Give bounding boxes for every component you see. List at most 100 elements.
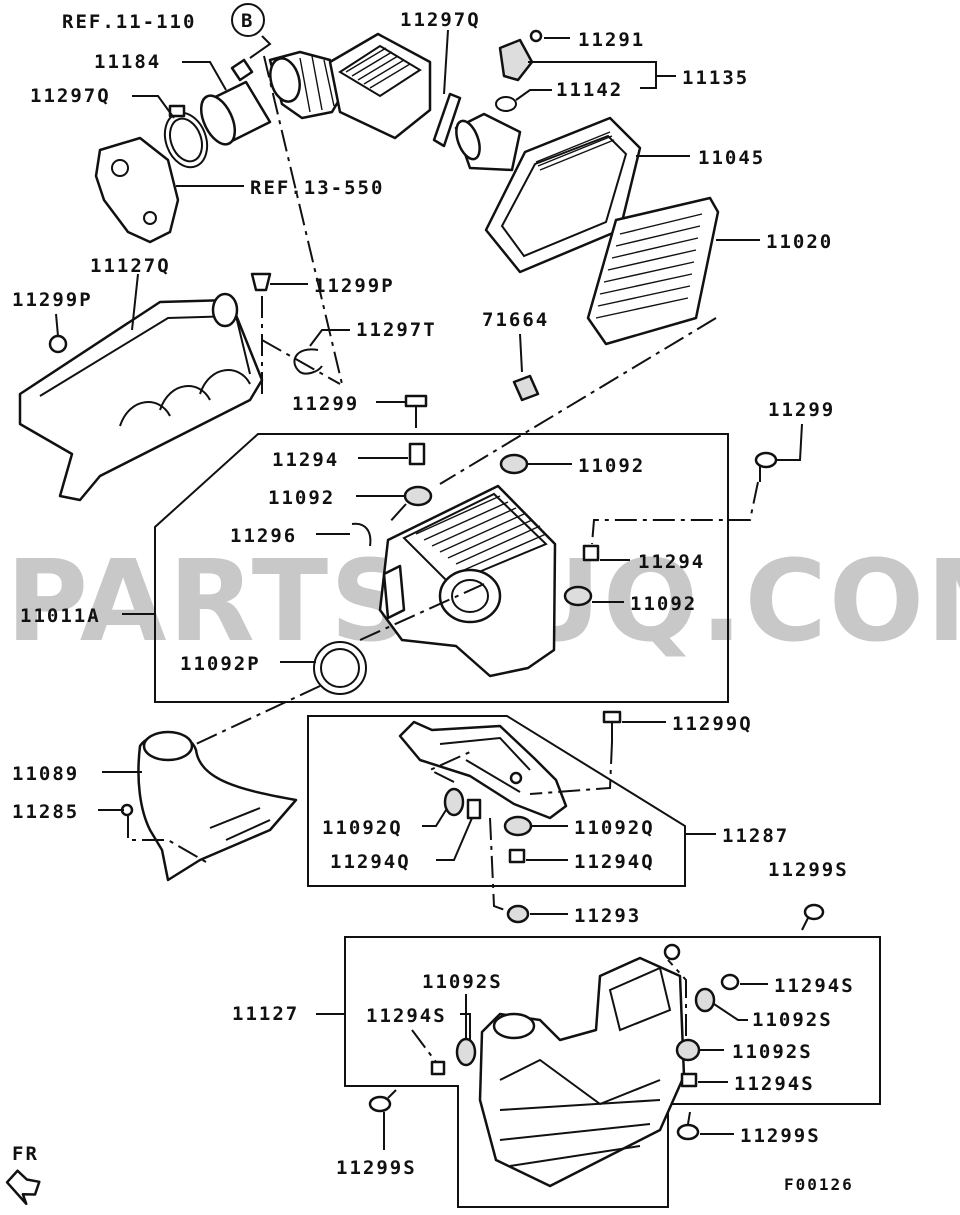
dash-ring-to-duct xyxy=(195,685,321,745)
label-fr: FR xyxy=(12,1143,39,1165)
label-11092S-mid: 11092S xyxy=(732,1041,813,1063)
dash-housing-to-ring xyxy=(359,583,485,641)
label-11299Q: 11299Q xyxy=(672,713,753,735)
dash-bracket-grommet xyxy=(427,751,471,783)
grommet-11092-c xyxy=(563,585,593,607)
bolt-11299Q xyxy=(602,710,622,742)
label-11294-a: 11294 xyxy=(272,449,339,471)
label-11299S-left: 11299S xyxy=(336,1157,417,1179)
grommet-11092Q-right xyxy=(503,815,533,837)
air-filter-element-11020 xyxy=(586,196,720,346)
label-11092P: 11092P xyxy=(180,653,261,675)
label-11135: 11135 xyxy=(682,67,749,89)
label-11297Q-left: 11297Q xyxy=(30,85,111,107)
label-11285: 11285 xyxy=(12,801,79,823)
label-11092-c: 11092 xyxy=(630,593,697,615)
leader-11127Q xyxy=(131,273,139,331)
label-11299S-top: 11299S xyxy=(768,859,849,881)
collar-11294-a xyxy=(408,442,426,466)
label-11299P-right: 11299P xyxy=(314,275,395,297)
sensor-11135 xyxy=(495,29,543,112)
leader-11297T xyxy=(309,329,350,347)
engine-cover-11127Q xyxy=(18,272,272,502)
box-11127 xyxy=(344,936,881,1208)
label-11045: 11045 xyxy=(698,147,765,169)
leader-11297Q-right xyxy=(443,29,449,95)
label-11184: 11184 xyxy=(94,51,161,73)
air-flow-sensor-11184 xyxy=(199,58,272,146)
leader-11092S-top xyxy=(713,1003,748,1021)
grommet-11092-a xyxy=(499,453,529,475)
bolt-11299-top xyxy=(404,394,428,428)
clamp-11297Q-right xyxy=(432,92,462,148)
leader-11299P-left xyxy=(55,313,59,337)
drawing-code: F00126 xyxy=(784,1175,854,1194)
dash-grommet-housing xyxy=(387,503,407,525)
box-11011A xyxy=(154,433,729,703)
label-11020: 11020 xyxy=(766,231,833,253)
collar-11294Q-left xyxy=(466,798,482,820)
label-11294Q-left: 11294Q xyxy=(330,851,411,873)
resonator-box xyxy=(328,32,432,140)
air-duct-11089 xyxy=(120,730,298,882)
label-11291: 11291 xyxy=(578,29,645,51)
front-arrow-icon xyxy=(5,1169,41,1206)
leader-11294Q-left xyxy=(436,817,473,861)
label-71664: 71664 xyxy=(482,309,549,331)
dash-lower-left xyxy=(411,1029,437,1063)
grommet-11092Q-left xyxy=(443,787,465,817)
label-11089: 11089 xyxy=(12,763,79,785)
dash-nut xyxy=(489,817,511,913)
label-11294S-top: 11294S xyxy=(774,975,855,997)
leader-ref-11-110 xyxy=(249,35,272,59)
seal-ring-11092P xyxy=(313,641,367,695)
label-11092Q-left: 11092Q xyxy=(322,817,403,839)
dash-lower-right xyxy=(667,959,687,1036)
bolt-11299S-right xyxy=(676,1111,700,1141)
leader-11135 xyxy=(528,61,676,89)
collar-11294S-left xyxy=(430,1060,446,1076)
air-cleaner-connector xyxy=(454,112,522,172)
air-cleaner-cover-11045 xyxy=(484,116,642,274)
label-11092-b: 11092 xyxy=(268,487,335,509)
leader-11184 xyxy=(182,61,227,91)
bolt-11299S-top xyxy=(801,903,825,931)
leader-11092Q-left xyxy=(422,809,447,827)
grommet-11092-b xyxy=(403,485,433,507)
label-11092S-left: 11092S xyxy=(422,971,503,993)
label-11011A: 11011A xyxy=(20,605,101,627)
label-11297T: 11297T xyxy=(356,319,437,341)
label-11297Q-right: 11297Q xyxy=(400,9,481,31)
leader-11294S-left xyxy=(460,1013,471,1040)
label-ref-circle: B xyxy=(241,10,254,32)
label-11293: 11293 xyxy=(574,905,641,927)
label-11092Q-right: 11092Q xyxy=(574,817,655,839)
label-11127Q: 11127Q xyxy=(90,255,171,277)
grommet-11092S-mid xyxy=(675,1038,701,1062)
label-11294-b: 11294 xyxy=(638,551,705,573)
label-11092S-top: 11092S xyxy=(752,1009,833,1031)
label-11294S-mid: 11294S xyxy=(734,1073,815,1095)
bolt-11299S-left xyxy=(368,1089,397,1113)
label-11142: 11142 xyxy=(556,79,623,101)
hose-11296 xyxy=(351,522,372,547)
label-11299S-right: 11299S xyxy=(740,1125,821,1147)
label-plate-71664 xyxy=(512,374,540,402)
label-11287: 11287 xyxy=(722,825,789,847)
bolt-11299-right xyxy=(754,451,778,482)
label-11092-a: 11092 xyxy=(578,455,645,477)
air-cleaner-housing-11011A xyxy=(378,484,557,678)
dash-cover-to-clamp xyxy=(261,339,341,385)
nut-11293 xyxy=(506,904,530,924)
dash-duct-bolt xyxy=(127,816,207,863)
box-11287 xyxy=(307,715,686,887)
air-cleaner-lower-11127 xyxy=(478,943,686,1188)
label-ref-11-110: REF.11-110 xyxy=(62,11,196,33)
dash-filter-to-housing xyxy=(439,317,717,485)
label-11299P-left: 11299P xyxy=(12,289,93,311)
dash-bracket-bolt xyxy=(529,741,613,795)
leader-11299-right xyxy=(776,423,803,461)
label-11299-top: 11299 xyxy=(292,393,359,415)
dash-bolt-right xyxy=(591,481,759,545)
collar-11294S-top xyxy=(720,973,740,991)
